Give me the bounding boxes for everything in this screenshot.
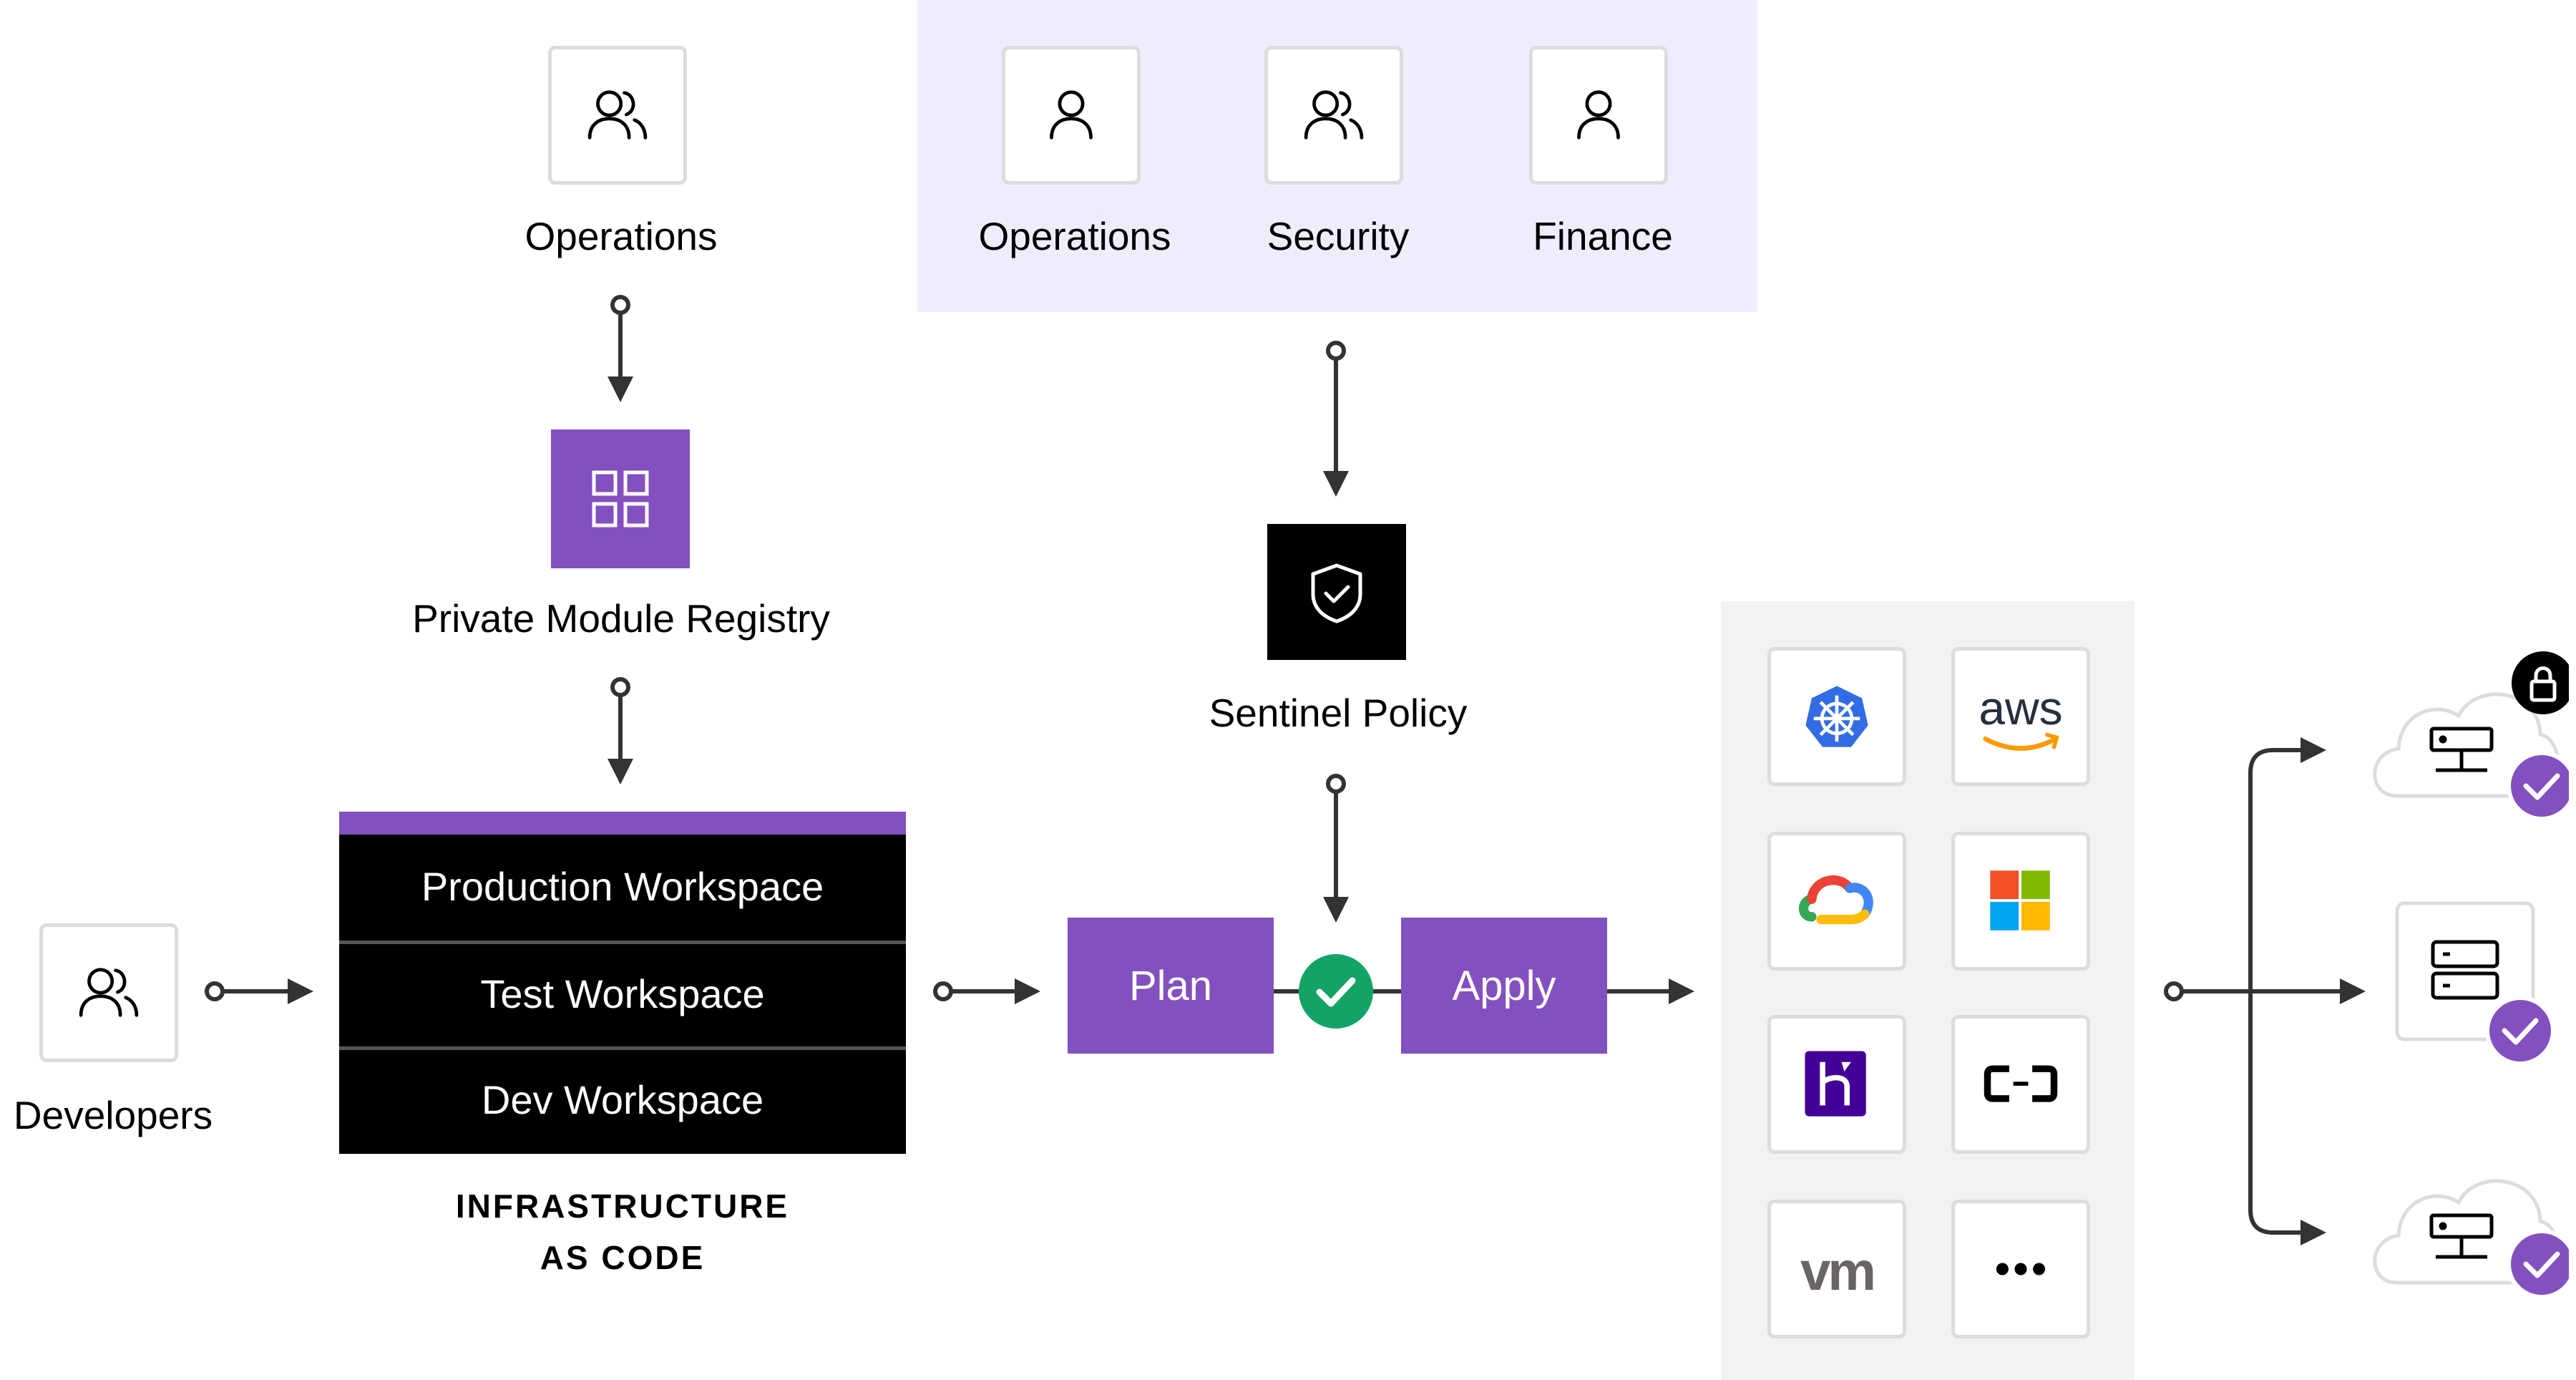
users-icon (587, 90, 648, 140)
check-badge-icon (2485, 996, 2555, 1066)
policy-security-label: Security (1267, 214, 1410, 258)
user-icon (1050, 90, 1093, 140)
private-cloud-resource (2373, 651, 2569, 821)
google-cloud-logo-icon (1798, 875, 1873, 925)
module-registry-label: Private Module Registry (412, 596, 830, 641)
sentinel-policy-box (1267, 524, 1406, 660)
policy-security-tile (1264, 46, 1403, 185)
public-cloud-resource (2373, 1179, 2569, 1299)
heroku-logo-icon (1805, 1051, 1866, 1117)
microsoft-tile (1951, 832, 2090, 971)
iac-caption-line2: AS CODE (540, 1239, 706, 1276)
module-registry-box (551, 429, 690, 568)
policy-finance-tile (1529, 46, 1668, 185)
server-rack-icon (2431, 940, 2499, 1000)
apply-step: Apply (1401, 918, 1607, 1054)
aws-smile-icon (1983, 732, 2059, 751)
check-badge-icon (2507, 1229, 2569, 1299)
developers-icon-tile (39, 923, 178, 1062)
production-workspace-row: Production Workspace (421, 864, 824, 909)
grid-icon (592, 470, 649, 528)
operations-team-label: Operations (525, 214, 718, 258)
operations-team-icon-tile (548, 46, 687, 185)
policy-operations-label: Operations (978, 214, 1171, 258)
vmware-tile: vm (1767, 1200, 1906, 1338)
plan-step: Plan (1068, 918, 1274, 1054)
iac-caption-line1: INFRASTRUCTURE (455, 1187, 790, 1225)
sentinel-policy-label: Sentinel Policy (1209, 691, 1468, 735)
more-icon (1996, 1263, 2046, 1275)
test-workspace-row: Test Workspace (480, 971, 765, 1016)
policy-check-icon (1299, 954, 1373, 1029)
server-resource (2395, 901, 2555, 1066)
server-icon (2429, 727, 2494, 772)
workspace-divider (339, 941, 906, 944)
vmware-logo-text: vm (1800, 1241, 1876, 1302)
heroku-tile (1767, 1015, 1906, 1154)
microsoft-logo-icon (1990, 870, 2050, 930)
user-icon (1577, 90, 1620, 140)
policy-operations-tile (1002, 46, 1141, 185)
policy-finance-label: Finance (1533, 214, 1673, 258)
developers-label: Developers (13, 1093, 213, 1137)
server-icon (2429, 1213, 2494, 1259)
alibaba-cloud-tile (1951, 1015, 2090, 1154)
workspace-divider (339, 1046, 906, 1050)
workspaces-stack: Production Workspace Test Workspace Dev … (339, 812, 906, 1154)
kubernetes-logo-icon (1805, 686, 1868, 747)
alibaba-cloud-logo-icon (1984, 1065, 2058, 1102)
more-providers-tile (1951, 1200, 2090, 1338)
dev-workspace-row: Dev Workspace (481, 1077, 764, 1122)
google-cloud-tile (1767, 832, 1906, 971)
shield-check-icon (1311, 563, 1362, 623)
users-icon (1304, 90, 1364, 140)
kubernetes-tile (1767, 647, 1906, 786)
users-icon (79, 968, 139, 1017)
aws-logo-text: aws (1979, 681, 2063, 734)
workspaces-accent-bar (339, 812, 906, 835)
aws-tile: aws (1951, 647, 2090, 786)
check-badge-icon (2507, 751, 2569, 821)
